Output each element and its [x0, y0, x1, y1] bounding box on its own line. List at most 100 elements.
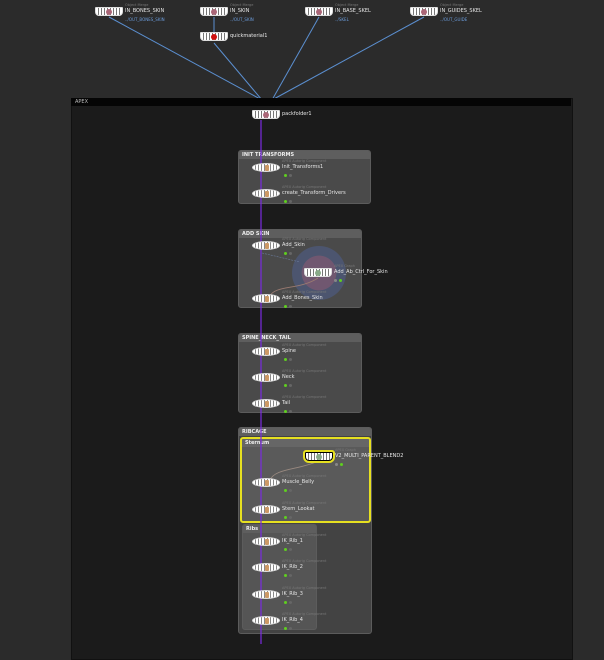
node-component[interactable]	[252, 373, 280, 382]
template-flag[interactable]	[289, 410, 292, 413]
node-type-label: APEX Autorig Component	[282, 237, 327, 241]
node-label[interactable]: quickmaterial1	[230, 33, 268, 39]
node-component[interactable]	[252, 505, 280, 514]
template-flag[interactable]	[289, 174, 292, 177]
node-sop[interactable]	[410, 7, 438, 16]
node-sop[interactable]	[200, 7, 228, 16]
node-label[interactable]: Init_Transforms1	[282, 164, 324, 170]
apex-title: APEX	[75, 99, 89, 105]
box-title: RIBCAGE	[239, 428, 371, 436]
template-flag[interactable]	[340, 463, 343, 466]
display-flag[interactable]	[335, 463, 338, 466]
box-title: INIT TRANSFORMS	[239, 151, 370, 159]
display-flag[interactable]	[284, 601, 287, 604]
node-label[interactable]: IK_Rib_1	[282, 538, 303, 544]
rig-component-icon	[265, 375, 269, 381]
display-flag[interactable]	[284, 410, 287, 413]
node-label[interactable]: Stern_Lookat	[282, 506, 315, 512]
node-component[interactable]	[252, 399, 280, 408]
node-component[interactable]	[252, 478, 280, 487]
rig-component-icon	[265, 349, 269, 355]
rig-component-icon	[265, 618, 269, 624]
node-label[interactable]: packfolder1	[282, 111, 312, 117]
apex-box-header[interactable]: APEX	[71, 98, 571, 106]
node-label[interactable]: Add_Bones_Skin	[282, 295, 323, 301]
node-label[interactable]: Neck	[282, 374, 295, 380]
display-flag[interactable]	[284, 384, 287, 387]
node-label[interactable]: IK_Rib_3	[282, 591, 303, 597]
node-qm[interactable]	[200, 32, 228, 41]
display-flag[interactable]	[284, 200, 287, 203]
display-flag[interactable]	[284, 174, 287, 177]
node-component[interactable]	[252, 537, 280, 546]
node-label[interactable]: IN_SKIN	[230, 8, 250, 14]
template-flag[interactable]	[289, 574, 292, 577]
display-flag[interactable]	[284, 305, 287, 308]
node-graph[interactable]	[304, 268, 332, 277]
display-flag[interactable]	[284, 574, 287, 577]
display-flag[interactable]	[284, 516, 287, 519]
template-flag[interactable]	[289, 627, 292, 630]
node-type-label: APEX Autorig Component	[282, 159, 327, 163]
template-flag[interactable]	[289, 516, 292, 519]
template-flag[interactable]	[289, 601, 292, 604]
display-flag[interactable]	[284, 489, 287, 492]
rig-component-icon	[265, 401, 269, 407]
node-icon	[421, 9, 427, 15]
node-component[interactable]	[252, 241, 280, 250]
node-sop[interactable]	[95, 7, 123, 16]
node-label[interactable]: IN_BONES_SKIN	[125, 8, 165, 14]
rig-component-icon	[265, 592, 269, 598]
node-icon	[316, 9, 322, 15]
node-type-label: APEX Autorig Component	[282, 474, 327, 478]
node-type-label: APEX Autorig Component	[282, 395, 327, 399]
node-label[interactable]: IN_GUIDES_SKEL	[440, 8, 482, 14]
node-path-label: ../OUT_GUIDE	[440, 17, 468, 22]
node-label[interactable]: create_Transform_Drivers	[282, 190, 346, 196]
node-label[interactable]: V2_MULTI_PARENT_BLEND2	[335, 453, 404, 459]
node-label[interactable]: Add_Ab_Ctrl_For_Skin	[334, 269, 388, 275]
node-label[interactable]: Tail	[282, 400, 291, 406]
template-flag[interactable]	[289, 384, 292, 387]
node-type-label: APEX Graph	[334, 264, 355, 268]
template-flag[interactable]	[289, 200, 292, 203]
node-type-label: Object Merge	[125, 3, 149, 7]
node-component[interactable]	[252, 163, 280, 172]
node-type-label: APEX Autorig Component	[282, 343, 327, 347]
template-flag[interactable]	[289, 252, 292, 255]
node-component[interactable]	[252, 563, 280, 572]
template-flag[interactable]	[289, 489, 292, 492]
node-component[interactable]	[252, 616, 280, 625]
node-label[interactable]: IK_Rib_2	[282, 564, 303, 570]
display-flag[interactable]	[284, 627, 287, 630]
node-component[interactable]	[252, 347, 280, 356]
template-flag[interactable]	[289, 548, 292, 551]
template-flag[interactable]	[289, 358, 292, 361]
node-label[interactable]: Spine	[282, 348, 296, 354]
display-flag[interactable]	[284, 548, 287, 551]
node-pf[interactable]	[252, 110, 280, 119]
node-type-label: APEX Autorig Component	[282, 369, 327, 373]
rig-component-icon	[265, 539, 269, 545]
node-type-label: APEX Autorig Component	[282, 612, 327, 616]
node-component[interactable]	[252, 294, 280, 303]
node-label[interactable]: Muscle_Belly	[282, 479, 315, 485]
node-label[interactable]: IK_Rib_4	[282, 617, 303, 623]
template-flag[interactable]	[339, 279, 342, 282]
template-flag[interactable]	[289, 305, 292, 308]
box-init-transforms[interactable]: INIT TRANSFORMS	[238, 150, 371, 204]
rig-component-icon	[265, 165, 269, 171]
node-component[interactable]	[252, 189, 280, 198]
node-label[interactable]: Add_Skin	[282, 242, 305, 248]
rig-component-icon	[265, 565, 269, 571]
display-flag[interactable]	[284, 252, 287, 255]
rig-component-icon	[265, 296, 269, 302]
node-icon	[211, 9, 217, 15]
node-path-label: ../OUT_BONES_SKIN	[125, 17, 165, 22]
node-label[interactable]: IN_BASE_SKEL	[335, 8, 371, 14]
display-flag[interactable]	[334, 279, 337, 282]
node-graphsel[interactable]	[303, 450, 335, 463]
node-sop[interactable]	[305, 7, 333, 16]
display-flag[interactable]	[284, 358, 287, 361]
node-component[interactable]	[252, 590, 280, 599]
